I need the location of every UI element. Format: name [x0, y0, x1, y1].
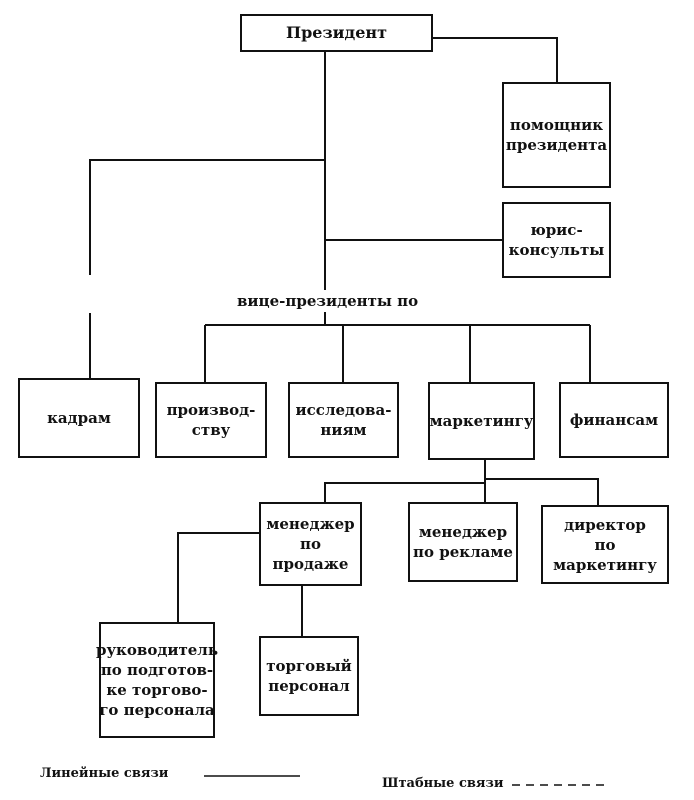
link-president-hr — [89, 159, 325, 275]
vp-research-box: исследова- ниям — [288, 382, 399, 458]
vp-hr-box: кадрам — [18, 378, 140, 458]
sales-staff-box: торговый персонал — [259, 636, 359, 716]
vp-production-box: производ- ству — [155, 382, 267, 458]
sales-manager-box: менеджер по продаже — [259, 502, 362, 586]
vp-marketing-box: маркетингу — [428, 382, 535, 460]
training-head-box: руководитель по подготов- ке торгово- го… — [96, 622, 218, 738]
legend-staff-label: Штабные связи — [382, 776, 504, 791]
link-marketing-director — [485, 478, 599, 505]
link-president-assistant — [433, 37, 558, 82]
lawyers-box: юрис- консульты — [502, 202, 611, 278]
vp-finance-box: финансам — [559, 382, 669, 458]
ad-manager-box: менеджер по рекламе — [408, 502, 518, 582]
marketing-director-box: директор по маркетингу — [541, 505, 669, 584]
link-sales-training — [177, 532, 259, 622]
legend-line-label: Линейные связи — [40, 766, 169, 781]
assistant-box: помощник президента — [502, 82, 611, 188]
link-marketing-sales — [324, 482, 485, 502]
president-box: Президент — [240, 14, 433, 52]
vp-label: вице-президенты по — [237, 292, 419, 310]
